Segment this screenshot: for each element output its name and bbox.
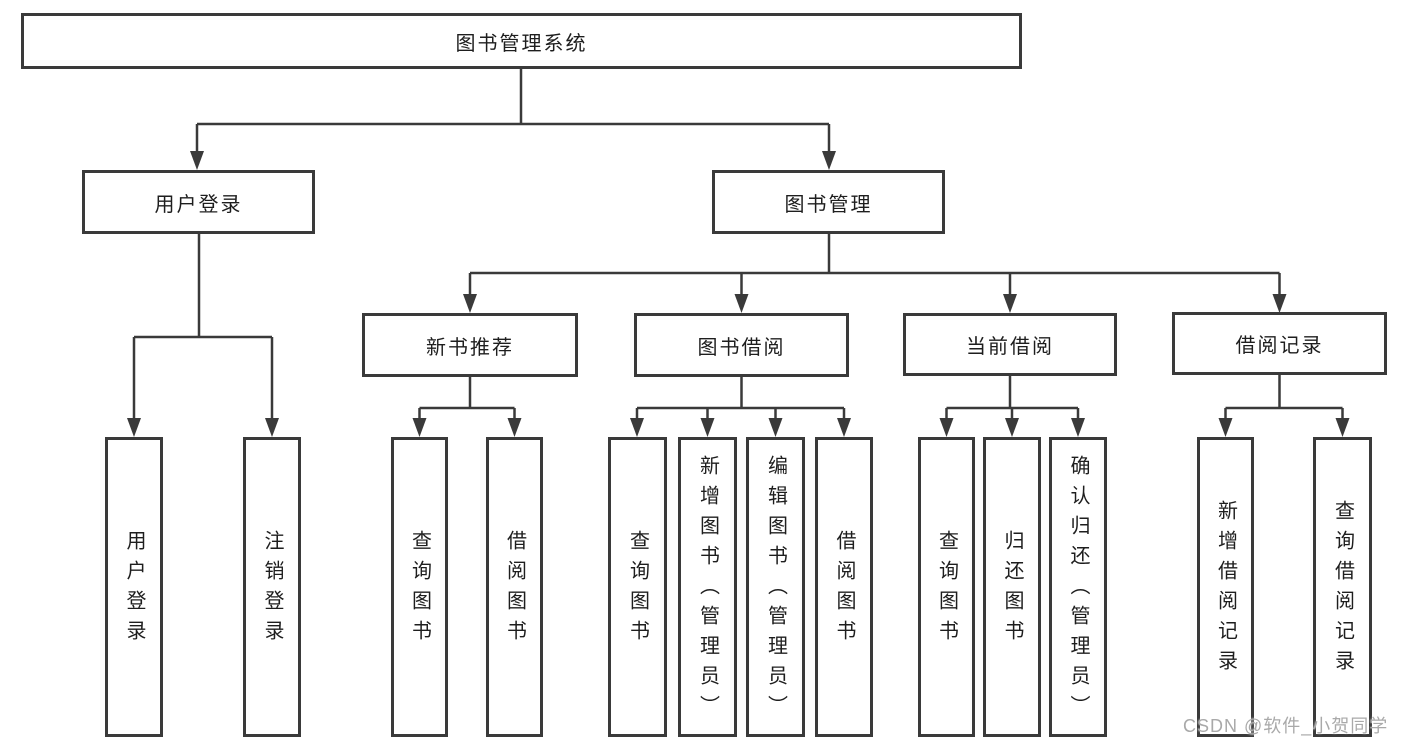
node-user-login: 用户登录 [82,170,315,234]
connector-bookmgmt-to-level2 [463,233,1287,313]
arrowhead [1005,418,1019,437]
node-borrowing-records: 借阅记录 [1172,312,1387,375]
leaf-edit-books-admin: 编辑图书（管理员） [746,437,805,737]
leaf-return-books: 归还图书 [983,437,1041,737]
arrowhead [1071,418,1085,437]
connector-userlogin-to-leaves [127,233,279,437]
leaf-query-books-borrow: 查询图书 [608,437,667,737]
node-book-borrowing: 图书借阅 [634,313,849,377]
arrowhead [768,418,783,437]
arrowhead [822,151,836,170]
connector-newbooks-to-leaves [412,377,522,437]
leaf-query-books-recommend: 查询图书 [391,437,448,737]
node-library-system-root: 图书管理系统 [21,13,1022,69]
arrowhead [412,418,427,437]
connector-borrow-to-leaves [630,377,851,437]
leaf-logout: 注销登录 [243,437,301,737]
leaf-query-books-current: 查询图书 [918,437,975,737]
arrowhead [127,418,141,437]
arrowhead [734,294,749,313]
arrowhead [1335,418,1350,437]
leaf-borrow-books: 借阅图书 [815,437,873,737]
arrowhead [1218,418,1233,437]
node-new-book-recommendation: 新书推荐 [362,313,578,377]
leaf-user-login: 用户登录 [105,437,163,737]
arrowhead [837,418,851,437]
connector-records-to-leaves [1218,375,1350,437]
arrowhead [1272,294,1287,313]
leaf-confirm-return-admin: 确认归还（管理员） [1049,437,1107,737]
csdn-watermark: CSDN @软件_小贺同学 [1183,716,1389,736]
node-book-management: 图书管理 [712,170,945,234]
arrowhead [265,418,279,437]
arrowhead [939,418,954,437]
arrowhead [507,418,522,437]
arrowhead [1003,294,1017,313]
leaf-query-borrow-record: 查询借阅记录 [1313,437,1372,737]
connector-root-to-level1 [190,68,836,170]
arrowhead [700,418,715,437]
leaf-add-borrow-record: 新增借阅记录 [1197,437,1254,737]
arrowhead [190,151,204,170]
leaf-borrow-books-recommend: 借阅图书 [486,437,543,737]
node-current-borrowing: 当前借阅 [903,313,1117,376]
arrowhead [463,294,477,313]
arrowhead [630,418,644,437]
connector-current-to-leaves [939,376,1085,437]
leaf-add-books-admin: 新增图书（管理员） [678,437,737,737]
